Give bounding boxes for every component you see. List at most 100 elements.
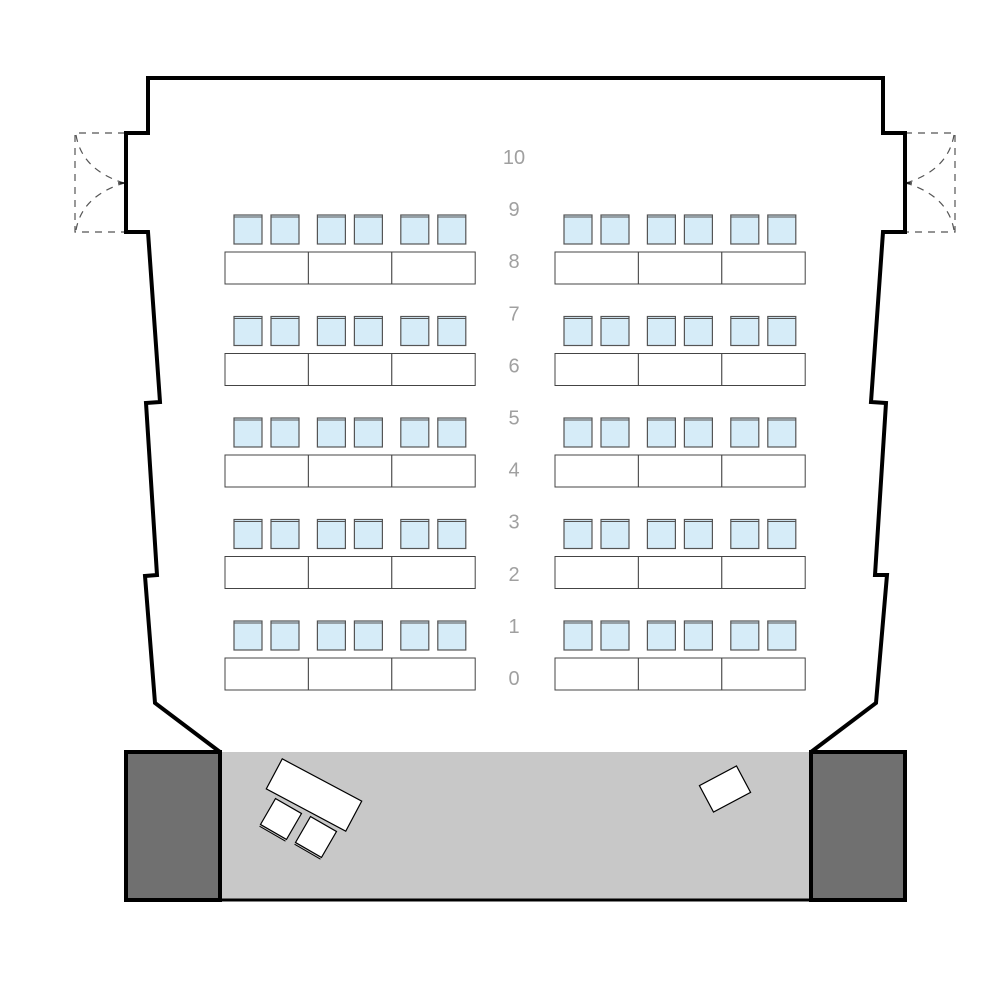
seat[interactable] bbox=[400, 518, 430, 550]
seat[interactable] bbox=[400, 315, 430, 347]
desk[interactable] bbox=[391, 353, 476, 386]
desk[interactable] bbox=[554, 454, 639, 488]
seat[interactable] bbox=[563, 518, 593, 550]
desk[interactable] bbox=[224, 454, 309, 488]
seat[interactable] bbox=[563, 417, 593, 448]
seat[interactable] bbox=[437, 620, 467, 651]
desk[interactable] bbox=[721, 454, 806, 488]
seat[interactable] bbox=[353, 214, 383, 245]
seat[interactable] bbox=[600, 620, 630, 651]
row-number-label: 6 bbox=[508, 355, 519, 377]
seat[interactable] bbox=[767, 214, 797, 245]
desk[interactable] bbox=[391, 657, 476, 691]
desk[interactable] bbox=[554, 251, 639, 285]
seat[interactable] bbox=[730, 620, 760, 651]
seat[interactable] bbox=[600, 214, 630, 245]
right-door[interactable] bbox=[905, 132, 956, 233]
seat[interactable] bbox=[353, 315, 383, 347]
seat[interactable] bbox=[400, 417, 430, 448]
seat[interactable] bbox=[683, 518, 714, 550]
seat[interactable] bbox=[316, 518, 346, 550]
desk[interactable] bbox=[224, 251, 309, 285]
seat[interactable] bbox=[270, 417, 300, 448]
lectern[interactable] bbox=[698, 765, 752, 813]
seat[interactable] bbox=[683, 417, 714, 448]
seat[interactable] bbox=[316, 214, 346, 245]
seat[interactable] bbox=[233, 620, 263, 651]
seat[interactable] bbox=[233, 518, 263, 550]
desk[interactable] bbox=[721, 657, 806, 691]
desk[interactable] bbox=[307, 556, 393, 589]
stage-chair[interactable] bbox=[259, 797, 303, 842]
seat[interactable] bbox=[646, 620, 677, 651]
seat[interactable] bbox=[270, 620, 300, 651]
seat[interactable] bbox=[563, 620, 593, 651]
seat[interactable] bbox=[730, 315, 760, 347]
seat[interactable] bbox=[767, 417, 797, 448]
seat[interactable] bbox=[646, 518, 677, 550]
seat[interactable] bbox=[270, 214, 300, 245]
desk[interactable] bbox=[307, 353, 393, 386]
row-number-label: 0 bbox=[508, 668, 519, 690]
seat[interactable] bbox=[437, 214, 467, 245]
seat[interactable] bbox=[400, 620, 430, 651]
desk[interactable] bbox=[637, 454, 723, 488]
seat[interactable] bbox=[437, 315, 467, 347]
desk[interactable] bbox=[307, 251, 393, 285]
seat[interactable] bbox=[600, 518, 630, 550]
seat[interactable] bbox=[233, 214, 263, 245]
seat[interactable] bbox=[270, 315, 300, 347]
row-number-label: 1 bbox=[508, 616, 519, 638]
seat[interactable] bbox=[730, 417, 760, 448]
seat[interactable] bbox=[683, 214, 714, 245]
seat[interactable] bbox=[730, 214, 760, 245]
desk[interactable] bbox=[637, 353, 723, 386]
desk[interactable] bbox=[721, 353, 806, 386]
seat[interactable] bbox=[683, 315, 714, 347]
seat[interactable] bbox=[316, 315, 346, 347]
desk[interactable] bbox=[637, 251, 723, 285]
desk[interactable] bbox=[637, 657, 723, 691]
seat[interactable] bbox=[316, 620, 346, 651]
desk[interactable] bbox=[721, 556, 806, 589]
seat[interactable] bbox=[767, 315, 797, 347]
seat[interactable] bbox=[600, 417, 630, 448]
desk[interactable] bbox=[224, 556, 309, 589]
seat[interactable] bbox=[353, 518, 383, 550]
desk[interactable] bbox=[307, 454, 393, 488]
desk[interactable] bbox=[721, 251, 806, 285]
seat[interactable] bbox=[270, 518, 300, 550]
desk[interactable] bbox=[307, 657, 393, 691]
desk[interactable] bbox=[554, 657, 639, 691]
seat[interactable] bbox=[233, 417, 263, 448]
seating bbox=[224, 214, 806, 691]
desk[interactable] bbox=[224, 353, 309, 386]
seat[interactable] bbox=[353, 417, 383, 448]
desk[interactable] bbox=[554, 556, 639, 589]
seat[interactable] bbox=[600, 315, 630, 347]
seat[interactable] bbox=[316, 417, 346, 448]
seat[interactable] bbox=[437, 417, 467, 448]
desk[interactable] bbox=[637, 556, 723, 589]
desk[interactable] bbox=[224, 657, 309, 691]
seat[interactable] bbox=[400, 214, 430, 245]
seat[interactable] bbox=[353, 620, 383, 651]
desk[interactable] bbox=[391, 556, 476, 589]
desk[interactable] bbox=[391, 454, 476, 488]
seat[interactable] bbox=[646, 315, 677, 347]
left-door[interactable] bbox=[74, 132, 125, 233]
stage-table[interactable] bbox=[265, 758, 363, 832]
desk[interactable] bbox=[554, 353, 639, 386]
desk[interactable] bbox=[391, 251, 476, 285]
seat[interactable] bbox=[563, 315, 593, 347]
seat[interactable] bbox=[233, 315, 263, 347]
seat[interactable] bbox=[730, 518, 760, 550]
seat[interactable] bbox=[437, 518, 467, 550]
seat[interactable] bbox=[683, 620, 714, 651]
seat[interactable] bbox=[767, 620, 797, 651]
seat[interactable] bbox=[646, 417, 677, 448]
seat[interactable] bbox=[767, 518, 797, 550]
seat[interactable] bbox=[563, 214, 593, 245]
stage-chair[interactable] bbox=[294, 815, 338, 860]
seat[interactable] bbox=[646, 214, 677, 245]
